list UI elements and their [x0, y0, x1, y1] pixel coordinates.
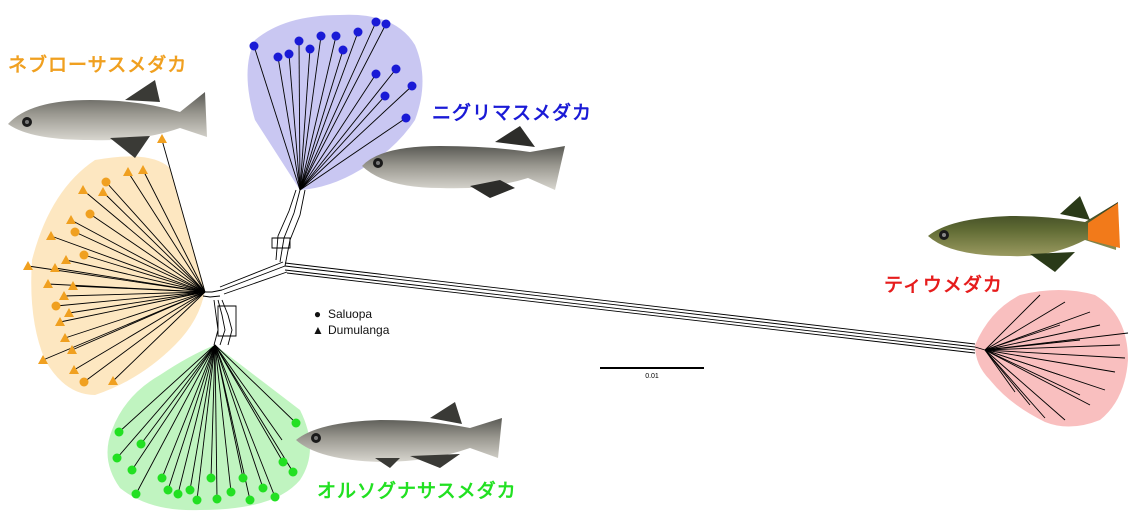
scale-bar-label: 0.01: [600, 373, 704, 380]
legend-label: Saluopa: [328, 306, 372, 322]
fish-image-tiwu: [928, 196, 1120, 272]
clade-region-neburo: [31, 156, 205, 395]
scale-bar: [600, 367, 704, 369]
clade-label-tiwu: ティウメダカ: [884, 270, 1003, 297]
legend: ● Saluopa ▲ Dumulanga: [312, 306, 389, 338]
clade-label-neburo: ネブローサスメダカ: [8, 50, 187, 77]
legend-label: Dumulanga: [328, 322, 389, 338]
clade-label-oryso: オルソグナサスメダカ: [317, 476, 517, 503]
fish-image-oryso: [296, 402, 502, 468]
fish-image-neburo: [8, 80, 207, 158]
circle-icon: ●: [312, 306, 323, 322]
legend-item-dumulanga: ▲ Dumulanga: [312, 322, 389, 338]
clade-label-nigri: ニグリマスメダカ: [432, 98, 592, 125]
legend-item-saluopa: ● Saluopa: [312, 306, 389, 322]
triangle-icon: ▲: [312, 322, 323, 338]
